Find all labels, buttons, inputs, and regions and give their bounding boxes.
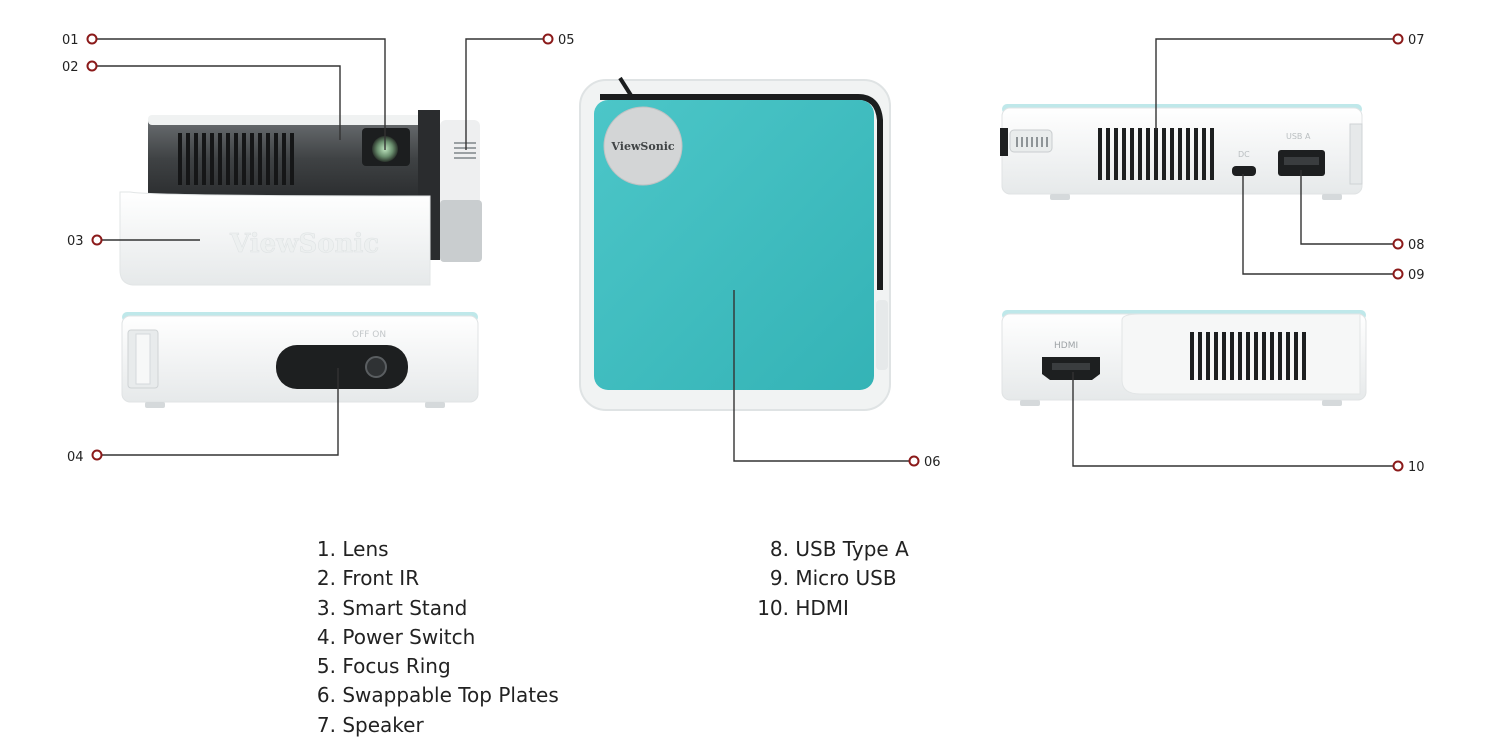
- projector-side-view-hdmi: HDMI: [1001, 310, 1367, 406]
- callout-markers: [86, 33, 1404, 472]
- callout-10: 10: [1408, 460, 1425, 475]
- callout-09: 09: [1408, 268, 1425, 283]
- power-switch-panel: [276, 345, 408, 389]
- legend-item-usb-type-a: 8. USB Type A: [769, 537, 909, 561]
- callout-leader-lines: [97, 38, 1394, 467]
- speaker-grille: [1098, 128, 1214, 180]
- projector-side-view-power: OFF ON: [121, 312, 479, 408]
- front-vent-grille: [178, 133, 294, 185]
- projector-top-view: ViewSonic: [579, 76, 891, 411]
- legend-item-front-ir: 2. Front IR: [316, 566, 420, 591]
- callout-04: 04: [67, 450, 84, 465]
- micro-usb-port: [1232, 166, 1256, 176]
- projector-rear-view-ports: DC USB A: [1000, 104, 1363, 200]
- legend-item-power-switch: 4. Power Switch: [316, 624, 476, 649]
- callout-03: 03: [67, 234, 84, 249]
- legend-item-swappable-top-plates: 6. Swappable Top Plates: [316, 683, 559, 708]
- legend-item-focus-ring: 5. Focus Ring: [316, 654, 451, 679]
- brand-badge: [603, 106, 683, 186]
- callout-numbers: 01 02 03 04 05 06 07 08 09 10: [62, 33, 1425, 475]
- legend-item-lens: 1. Lens: [316, 537, 389, 561]
- callout-02: 02: [62, 60, 79, 75]
- legend-item-micro-usb: 9. Micro USB: [769, 566, 897, 591]
- hdmi-label: HDMI: [1054, 341, 1078, 351]
- smart-stand: [119, 191, 431, 286]
- callout-08: 08: [1408, 238, 1425, 253]
- projector-front-view: ViewSonic: [119, 110, 482, 286]
- badge-logo: ViewSonic: [610, 140, 674, 153]
- legend-item-hdmi: 10. HDMI: [757, 595, 849, 620]
- legend-item-speaker: 7. Speaker: [316, 712, 424, 737]
- legend-left-column: 1. Lens 2. Front IR 3. Smart Stand 4. Po…: [300, 535, 559, 740]
- callout-06: 06: [924, 455, 941, 470]
- stand-logo: ViewSonic: [229, 229, 379, 259]
- legend-item-smart-stand: 3. Smart Stand: [316, 595, 468, 620]
- usb-a-label: USB A: [1286, 132, 1311, 141]
- callout-01: 01: [62, 33, 79, 48]
- side-vent-grille: [1190, 332, 1306, 380]
- legend-right-column: 8. USB Type A 9. Micro USB 10. HDMI: [745, 535, 909, 623]
- callout-07: 07: [1408, 33, 1425, 48]
- callout-05: 05: [558, 33, 575, 48]
- power-switch: [365, 356, 387, 378]
- micro-usb-label: DC: [1238, 150, 1250, 159]
- power-switch-label: OFF ON: [352, 330, 386, 340]
